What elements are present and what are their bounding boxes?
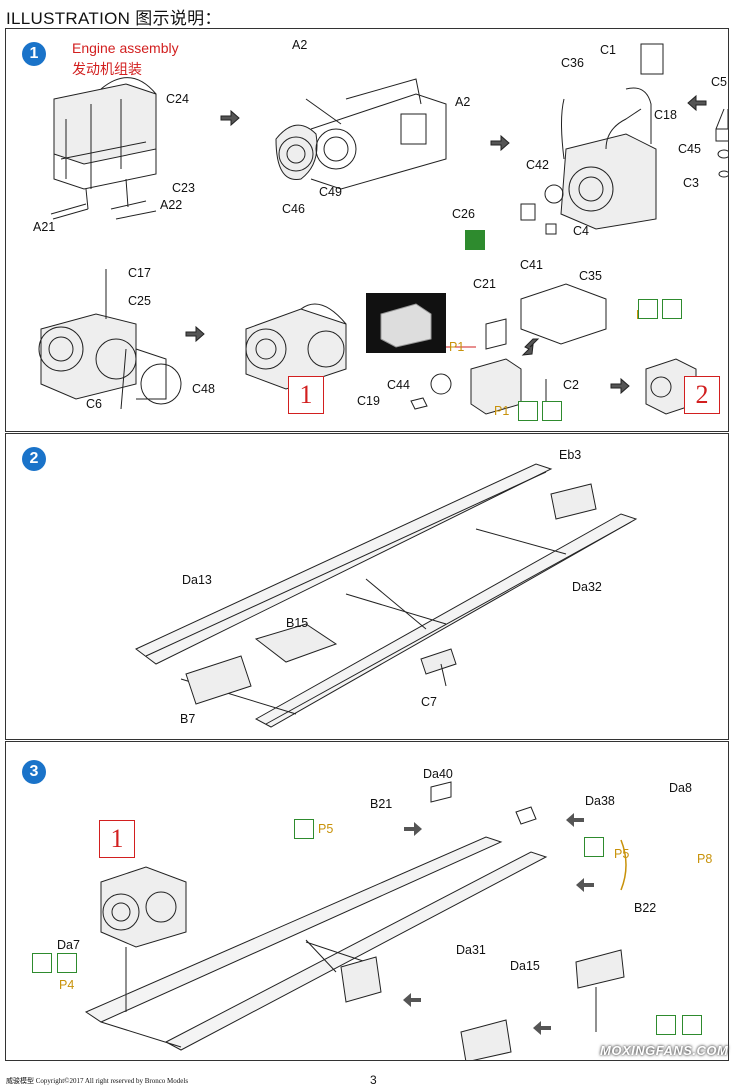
label-eb3: Eb3 bbox=[559, 448, 582, 462]
label-c7: C7 bbox=[421, 695, 437, 709]
step-1-panel: 1 Engine assembly 发动机组装 C24 C23 A21 A22 … bbox=[5, 28, 729, 432]
label-c23: C23 bbox=[172, 181, 195, 195]
download-icon bbox=[638, 299, 658, 319]
label-b15: B15 bbox=[286, 616, 309, 630]
label-c21: C21 bbox=[473, 277, 496, 291]
label-p4: P4 bbox=[59, 978, 75, 992]
glue-icon bbox=[294, 819, 314, 839]
subassembly-ref-1: 1 bbox=[288, 376, 324, 414]
label-p5-b: P5 bbox=[614, 847, 630, 861]
label-c48: C48 bbox=[192, 382, 215, 396]
subassembly-ref-1: 1 bbox=[99, 820, 135, 858]
label-c24: C24 bbox=[166, 92, 189, 106]
label-p1-b: P1 bbox=[494, 404, 510, 418]
label-c44: C44 bbox=[387, 378, 410, 392]
label-b21: B21 bbox=[370, 797, 393, 811]
label-a21: A21 bbox=[33, 220, 56, 234]
label-b7: B7 bbox=[180, 712, 196, 726]
label-da8: Da8 bbox=[669, 781, 692, 795]
download-icon bbox=[32, 953, 52, 973]
label-c26: C26 bbox=[452, 207, 475, 221]
label-c4: C4 bbox=[573, 224, 589, 238]
label-p5-a: P5 bbox=[318, 822, 334, 836]
glue-icon bbox=[682, 1015, 702, 1035]
glue-icon bbox=[57, 953, 77, 973]
download-icon bbox=[518, 401, 538, 421]
step-1-number: 1 bbox=[22, 42, 46, 66]
label-c5: C5 bbox=[711, 75, 727, 89]
label-p1-a: P1 bbox=[449, 340, 465, 354]
label-da13: Da13 bbox=[182, 573, 212, 587]
glue-icon bbox=[542, 401, 562, 421]
label-c6: C6 bbox=[86, 397, 102, 411]
label-c45: C45 bbox=[678, 142, 701, 156]
label-da7: Da7 bbox=[57, 938, 80, 952]
step-1-title-en: Engine assembly bbox=[72, 40, 179, 56]
glue-icon bbox=[656, 1015, 676, 1035]
step-2-chassis-drawing bbox=[135, 463, 638, 728]
step-1-drawings bbox=[38, 43, 728, 415]
step-3-drawing bbox=[84, 781, 627, 1060]
glue-icon bbox=[662, 299, 682, 319]
label-c42: C42 bbox=[526, 158, 549, 172]
step-3-number: 3 bbox=[22, 760, 46, 784]
label-c19: C19 bbox=[357, 394, 380, 408]
label-da38: Da38 bbox=[585, 794, 615, 808]
glue-icon bbox=[584, 837, 604, 857]
label-c18: C18 bbox=[654, 108, 677, 122]
label-a22: A22 bbox=[160, 198, 183, 212]
page-title: ILLUSTRATION 图示说明： bbox=[6, 9, 222, 28]
label-da15: Da15 bbox=[510, 959, 540, 973]
step-3-panel: 3 1 Da40 B21 P5 Da38 Da8 P5 P8 B22 Da7 P… bbox=[5, 741, 729, 1061]
label-c17: C17 bbox=[128, 266, 151, 280]
engine-assembled-drawing bbox=[245, 303, 347, 390]
label-c2: C2 bbox=[563, 378, 579, 392]
pins-a21-a22-drawing bbox=[50, 178, 157, 220]
step-1-title-cn: 发动机组装 bbox=[72, 61, 142, 77]
step-2-panel: 2 Eb3 Da13 Da32 B15 B7 C7 bbox=[5, 433, 729, 740]
engine-rear-cover-drawing bbox=[38, 269, 182, 410]
watermark-logo: MOXINGFANS.COM bbox=[600, 1043, 729, 1058]
label-da40: Da40 bbox=[423, 767, 453, 781]
label-c36: C36 bbox=[561, 56, 584, 70]
engine-with-accessories-drawing bbox=[520, 43, 728, 235]
label-c49: C49 bbox=[319, 185, 342, 199]
copyright-footer: 威骏模型 Copyright©2017 All right reserved b… bbox=[6, 1077, 189, 1085]
label-c3: C3 bbox=[683, 176, 699, 190]
label-c35: C35 bbox=[579, 269, 602, 283]
label-c41: C41 bbox=[520, 258, 543, 272]
paint-icon bbox=[465, 230, 485, 250]
page-number: 3 bbox=[370, 1073, 377, 1087]
label-a2-a: A2 bbox=[292, 38, 308, 52]
step-2-number: 2 bbox=[22, 447, 46, 471]
label-a2-b: A2 bbox=[455, 95, 471, 109]
label-c1: C1 bbox=[600, 43, 616, 57]
label-da32: Da32 bbox=[572, 580, 602, 594]
subassembly-ref-2: 2 bbox=[684, 376, 720, 414]
engine-block-drawing bbox=[53, 77, 157, 190]
label-c46: C46 bbox=[282, 202, 305, 216]
label-b22: B22 bbox=[634, 901, 657, 915]
label-p8: P8 bbox=[697, 852, 713, 866]
engine-halves-drawing bbox=[275, 78, 447, 190]
label-c25: C25 bbox=[128, 294, 151, 308]
label-da31: Da31 bbox=[456, 943, 486, 957]
